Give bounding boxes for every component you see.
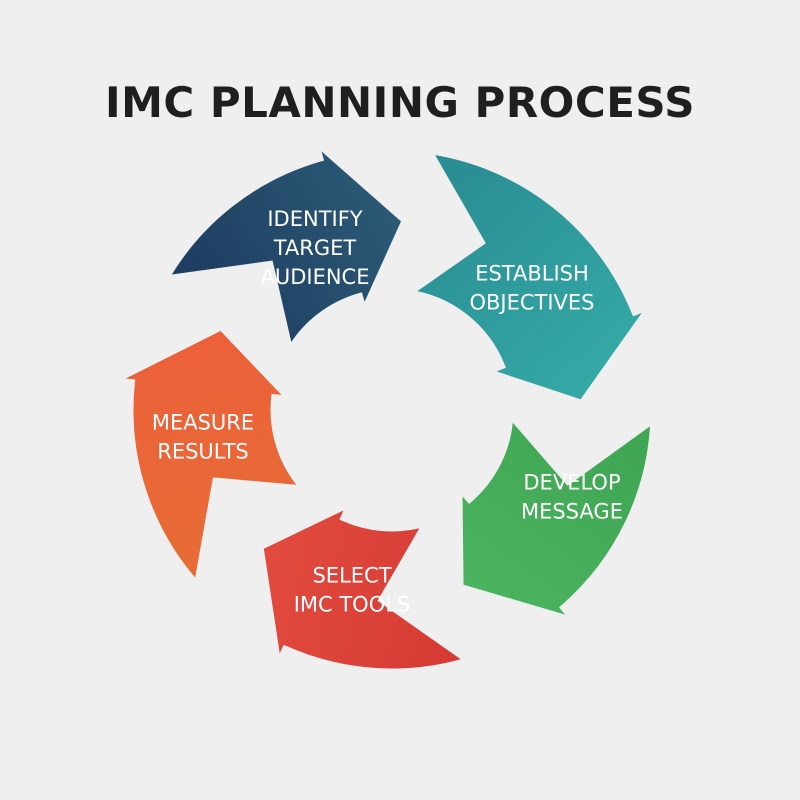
segment-label-line: SELECT	[312, 564, 391, 588]
segment-label-4: SELECT IMC TOOLS	[294, 564, 411, 617]
segment-label-line: IDENTIFY	[267, 207, 362, 231]
segment-label-5: MEASURE RESULTS	[152, 411, 254, 464]
segment-label-line: IMC TOOLS	[294, 593, 411, 617]
cycle-segment-3	[455, 405, 658, 629]
segment-label-line: RESULTS	[157, 440, 249, 464]
segment-label-1: IDENTIFY TARGET AUDIENCE	[260, 207, 369, 289]
segment-label-line: TARGET	[273, 236, 357, 260]
cycle-segment-4	[256, 495, 477, 679]
cycle-labels: IDENTIFY TARGET AUDIENCE ESTABLISH OBJECTIVE…	[152, 207, 623, 617]
cycle-segment-2	[399, 146, 662, 408]
segment-label-3: DEVELOP MESSAGE	[521, 471, 623, 524]
segment-label-line: MESSAGE	[521, 500, 623, 524]
segment-label-line: MEASURE	[152, 411, 254, 435]
diagram-title: IMC PLANNING PROCESS	[104, 78, 696, 127]
cycle-segment-1	[158, 130, 410, 361]
segment-label-2: ESTABLISH OBJECTIVES	[469, 262, 594, 315]
segment-label-line: OBJECTIVES	[469, 291, 594, 315]
cycle-segment-5	[101, 322, 313, 593]
segment-label-line: DEVELOP	[523, 471, 620, 495]
segment-label-line: AUDIENCE	[260, 265, 369, 289]
cycle-segments	[101, 130, 662, 679]
segment-label-line: ESTABLISH	[475, 262, 589, 286]
